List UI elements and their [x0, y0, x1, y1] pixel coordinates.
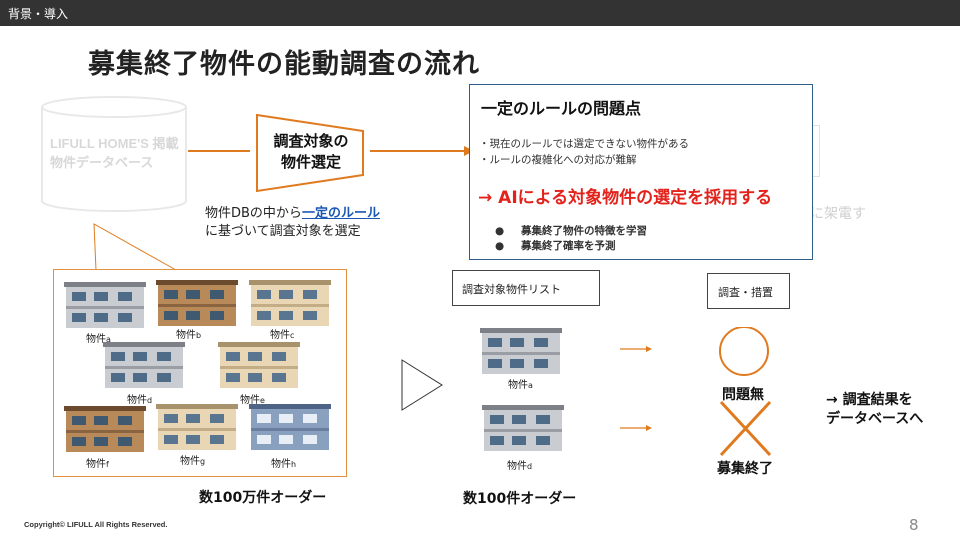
callout-pointer [93, 223, 177, 271]
survey-label-box: 調査・措置 [707, 273, 790, 309]
target-list-caption: 数100件オーダー [463, 491, 577, 507]
target-house-a-label: 物件a [508, 376, 533, 391]
house-label-suffix: c [290, 331, 295, 340]
house-g-label: 物件g [180, 452, 205, 467]
house-a-image [64, 280, 146, 330]
house-g-image [156, 402, 238, 452]
arrow-right-icon [620, 425, 652, 431]
house-label-base: 物件 [271, 459, 291, 470]
circle-ok-icon [719, 327, 769, 376]
house-label-base: 物件 [507, 461, 527, 472]
popup-problem-1: ・現在のルールでは選定できない物件がある [479, 138, 689, 150]
house-label-base: 物件 [127, 395, 147, 406]
database-cylinder-icon [41, 96, 187, 212]
target-house-a-image [480, 326, 562, 376]
house-h-label: 物件h [271, 455, 296, 470]
house-h-image [249, 402, 331, 452]
house-d-label: 物件d [127, 391, 152, 406]
house-label-suffix: a [106, 335, 111, 344]
page-title: 募集終了物件の能動調査の流れ [88, 49, 480, 80]
copyright: Copyright© LIFULL All Rights Reserved. [24, 520, 168, 529]
house-label-base: 物件 [86, 334, 106, 345]
house-c-label: 物件c [270, 326, 294, 341]
popup-title: 一定のルールの問題点 [481, 99, 642, 118]
rule-problem-popup: 一定のルールの問題点 ・現在のルールでは選定できない物件がある ・ルールの複雑化… [469, 84, 813, 260]
funnel-label-line2: 物件選定 [280, 153, 341, 171]
house-label-suffix: f [106, 460, 109, 469]
cross-ended-icon [719, 400, 772, 457]
house-label-base: 物件 [508, 380, 528, 391]
house-label-suffix: h [291, 460, 297, 469]
house-label-suffix: e [260, 396, 265, 405]
popup-bullet-2-text: 募集終了確率を予測 [521, 240, 616, 252]
page-number: 8 [909, 516, 919, 534]
selection-note: 物件DBの中から一定のルール に基づいて調査対象を選定 [205, 205, 380, 241]
house-a-label: 物件a [86, 330, 111, 345]
arrow-right-icon [620, 346, 652, 352]
house-f-label: 物件f [86, 455, 109, 470]
note-prefix: 物件DBの中から [205, 206, 302, 221]
house-b-label: 物件b [176, 326, 201, 341]
bullet-dot-icon: ● [495, 225, 505, 237]
bullet-dot-icon: ● [495, 240, 505, 252]
house-label-suffix: a [528, 381, 533, 390]
target-list-label-box: 調査対象物件リスト [452, 270, 600, 306]
house-f-image [64, 404, 146, 454]
target-house-d-label: 物件d [507, 457, 532, 472]
process-arrow-icon [401, 359, 443, 411]
faded-call-text: に架電す [810, 206, 866, 222]
house-e-label: 物件e [240, 391, 265, 406]
house-label-base: 物件 [86, 459, 106, 470]
result-line1: → 調査結果を [826, 392, 913, 408]
target-house-d-image [482, 403, 564, 453]
rule-link[interactable]: 一定のルール [301, 206, 380, 221]
database-label: LIFULL HOME'S 掲載物件データベース [50, 136, 179, 170]
funnel-label: 調査対象の 物件選定 [256, 131, 366, 173]
section-label: 背景・導入 [8, 7, 69, 21]
popup-bullet-1: ● 募集終了物件の特徴を学習 [495, 223, 647, 238]
house-b-image [156, 278, 238, 328]
funnel-label-line1: 調査対象の [273, 132, 349, 150]
all-properties-caption: 数100万件オーダー [199, 490, 327, 506]
house-label-base: 物件 [240, 395, 260, 406]
target-list-label: 調査対象物件リスト [462, 283, 561, 296]
house-label-suffix: d [527, 462, 533, 471]
survey-ok-label: 問題無 [722, 387, 764, 403]
popup-highlight: → AIによる対象物件の選定を採用する [478, 188, 773, 208]
note-suffix: に基づいて調査対象を選定 [205, 224, 361, 239]
popup-bullet-1-text: 募集終了物件の特徴を学習 [521, 225, 647, 237]
popup-bullet-2: ● 募集終了確率を予測 [495, 238, 616, 253]
result-line2: データベースへ [826, 411, 924, 427]
house-label-suffix: d [147, 396, 153, 405]
house-e-image [218, 340, 300, 390]
house-label-base: 物件 [180, 456, 200, 467]
popup-problem-2: ・ルールの複雑化への対応が難解 [479, 154, 637, 166]
house-d-image [103, 340, 185, 390]
house-label-base: 物件 [270, 330, 290, 341]
funnel-icon [256, 113, 364, 193]
house-c-image [249, 278, 331, 328]
house-label-base: 物件 [176, 330, 196, 341]
house-label-suffix: b [196, 331, 202, 340]
survey-label: 調査・措置 [718, 286, 773, 299]
survey-ended-label: 募集終了 [717, 461, 773, 477]
house-label-suffix: g [200, 457, 206, 466]
section-header-bar [0, 0, 960, 26]
result-text: → 調査結果を データベースへ [826, 391, 923, 429]
